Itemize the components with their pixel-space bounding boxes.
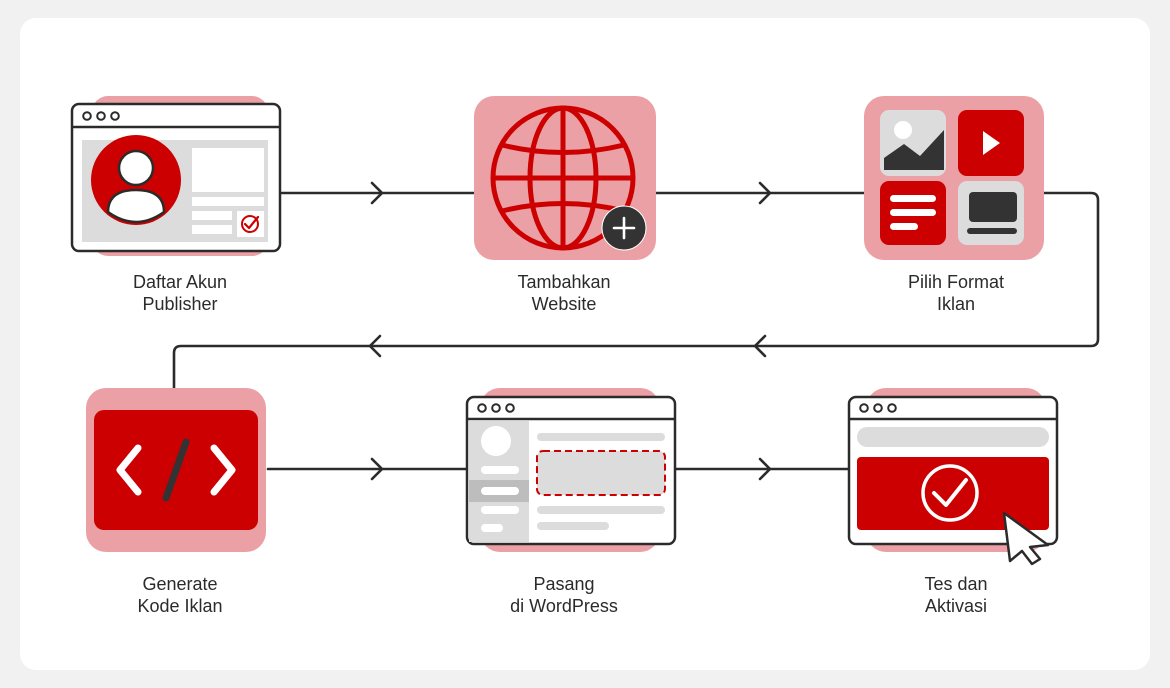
step-label-line1: Tambahkan: [517, 272, 611, 292]
checkmark-click-window-icon: [847, 388, 1059, 566]
arrow-head-5-6: [758, 457, 772, 481]
step-label-tes-aktivasi: Tes dan Aktivasi: [846, 573, 1066, 617]
arrow-head-1-2: [370, 181, 384, 205]
step-label-line2: Publisher: [142, 294, 218, 314]
step-label-tambahkan-website: Tambahkan Website: [454, 271, 674, 315]
step-label-line1: Daftar Akun: [132, 272, 228, 292]
step-label-generate-kode: Generate Kode Iklan: [70, 573, 290, 617]
step-label-line2: Aktivasi: [924, 596, 987, 616]
step-label-line1: Pilih Format: [907, 272, 1005, 292]
ad-slot-placeholder: [536, 450, 666, 496]
step-label-line2: Iklan: [936, 294, 976, 314]
step-label-line1: Tes dan: [924, 574, 988, 594]
wordpress-layout-window-icon: [465, 388, 677, 552]
connector-3-4: [172, 191, 1100, 390]
arrow-head-4-5: [370, 457, 384, 481]
ad-format-grid-icon: [864, 96, 1044, 260]
step-label-daftar-akun: Daftar Akun Publisher: [70, 271, 290, 315]
step-label-pilih-format: Pilih Format Iklan: [846, 271, 1066, 315]
check-icon: [241, 215, 259, 233]
step-label-line2: di WordPress: [510, 596, 618, 616]
step-label-line1: Generate: [142, 574, 218, 594]
user-profile-window-icon: [70, 96, 282, 256]
code-brackets-icon: [86, 388, 266, 552]
arrow-head-2-3: [758, 181, 772, 205]
step-label-line2: Kode Iklan: [137, 596, 223, 616]
arrow-head-return-left: [368, 334, 382, 358]
cursor-icon: [1002, 511, 1050, 566]
step-label-line1: Pasang: [533, 574, 595, 594]
step-label-pasang-wordpress: Pasang di WordPress: [454, 573, 674, 617]
globe-add-icon: [474, 96, 656, 260]
connector-lines: [172, 181, 1100, 481]
step-label-line2: Website: [531, 294, 597, 314]
arrow-head-return-right: [753, 334, 767, 358]
